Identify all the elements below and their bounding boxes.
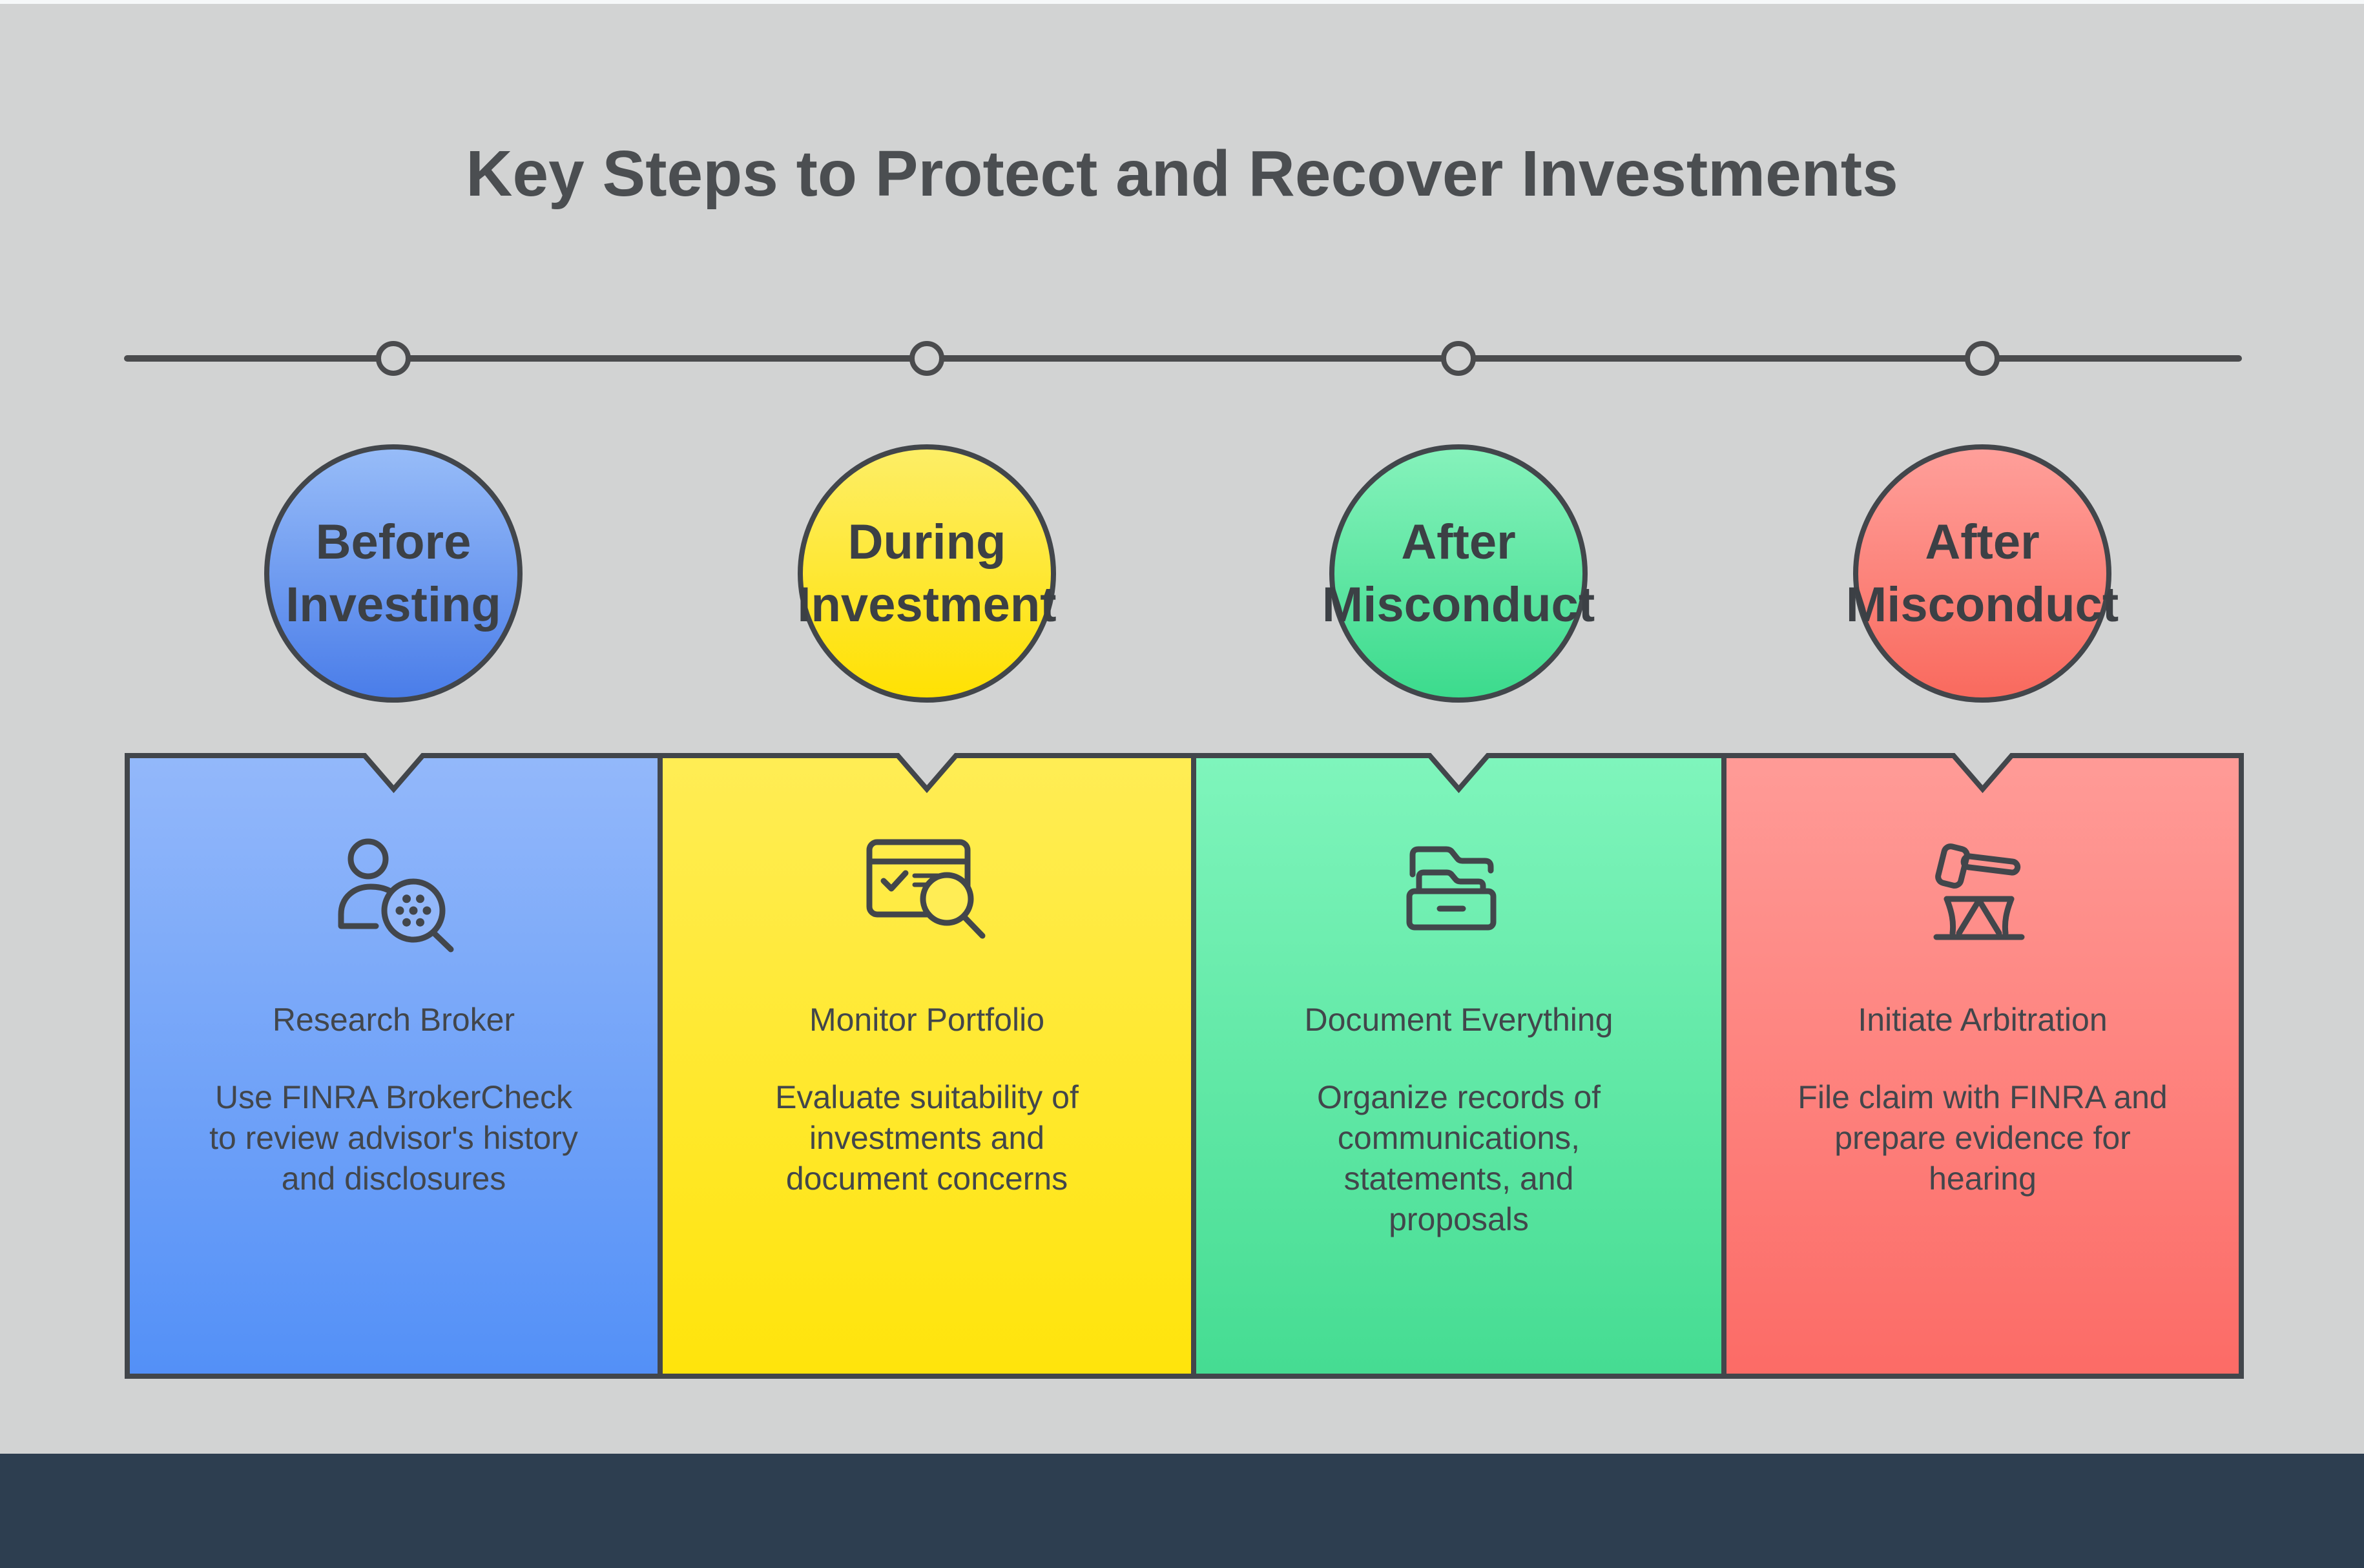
person-search-icon	[326, 832, 461, 954]
step-title: Document Everything	[1304, 1002, 1613, 1038]
portfolio-check-icon	[859, 832, 995, 954]
stage-label: Before Investing	[285, 515, 501, 632]
gavel-icon	[1914, 832, 2050, 954]
timeline-node-2	[909, 341, 944, 376]
stage-circle-before-investing: Before Investing	[264, 444, 523, 703]
card-during-investment	[658, 753, 1196, 1379]
card-before-investing	[125, 753, 663, 1379]
card-after-misconduct-2	[1721, 753, 2244, 1379]
stage-label: After Misconduct	[1845, 515, 2119, 632]
step-description: File claim with FINRA and prepare eviden…	[1798, 1079, 2168, 1197]
timeline-node-3	[1441, 341, 1476, 376]
step-title: Research Broker	[272, 1002, 515, 1038]
stage-label: After Misconduct	[1322, 515, 1595, 632]
footer-bar	[0, 1454, 2364, 1568]
step-description: Organize records of communications, stat…	[1316, 1079, 1601, 1237]
dots-pattern	[395, 894, 431, 927]
stage-label: During Investment	[797, 515, 1057, 632]
step-title: Initiate Arbitration	[1858, 1002, 2108, 1038]
timeline-node-4	[1965, 341, 2000, 376]
timeline-node-1	[376, 341, 411, 376]
stage-circle-during-investment: During Investment	[797, 444, 1057, 703]
card-after-misconduct-1	[1191, 753, 1726, 1379]
step-cards	[125, 753, 2244, 1379]
archive-folders-icon	[1391, 832, 1526, 954]
page-title: Key Steps to Protect and Recover Investm…	[466, 138, 1898, 210]
step-description: Use FINRA BrokerCheck to review advisor'…	[209, 1079, 578, 1197]
stage-circle-after-misconduct-2: After Misconduct	[1846, 444, 2119, 703]
step-description: Evaluate suitability of investments and …	[775, 1079, 1079, 1197]
top-strip	[0, 0, 2364, 4]
stage-circle-after-misconduct-1: After Misconduct	[1322, 444, 1595, 703]
timeline-line	[124, 355, 2242, 362]
step-title: Monitor Portfolio	[809, 1002, 1045, 1038]
